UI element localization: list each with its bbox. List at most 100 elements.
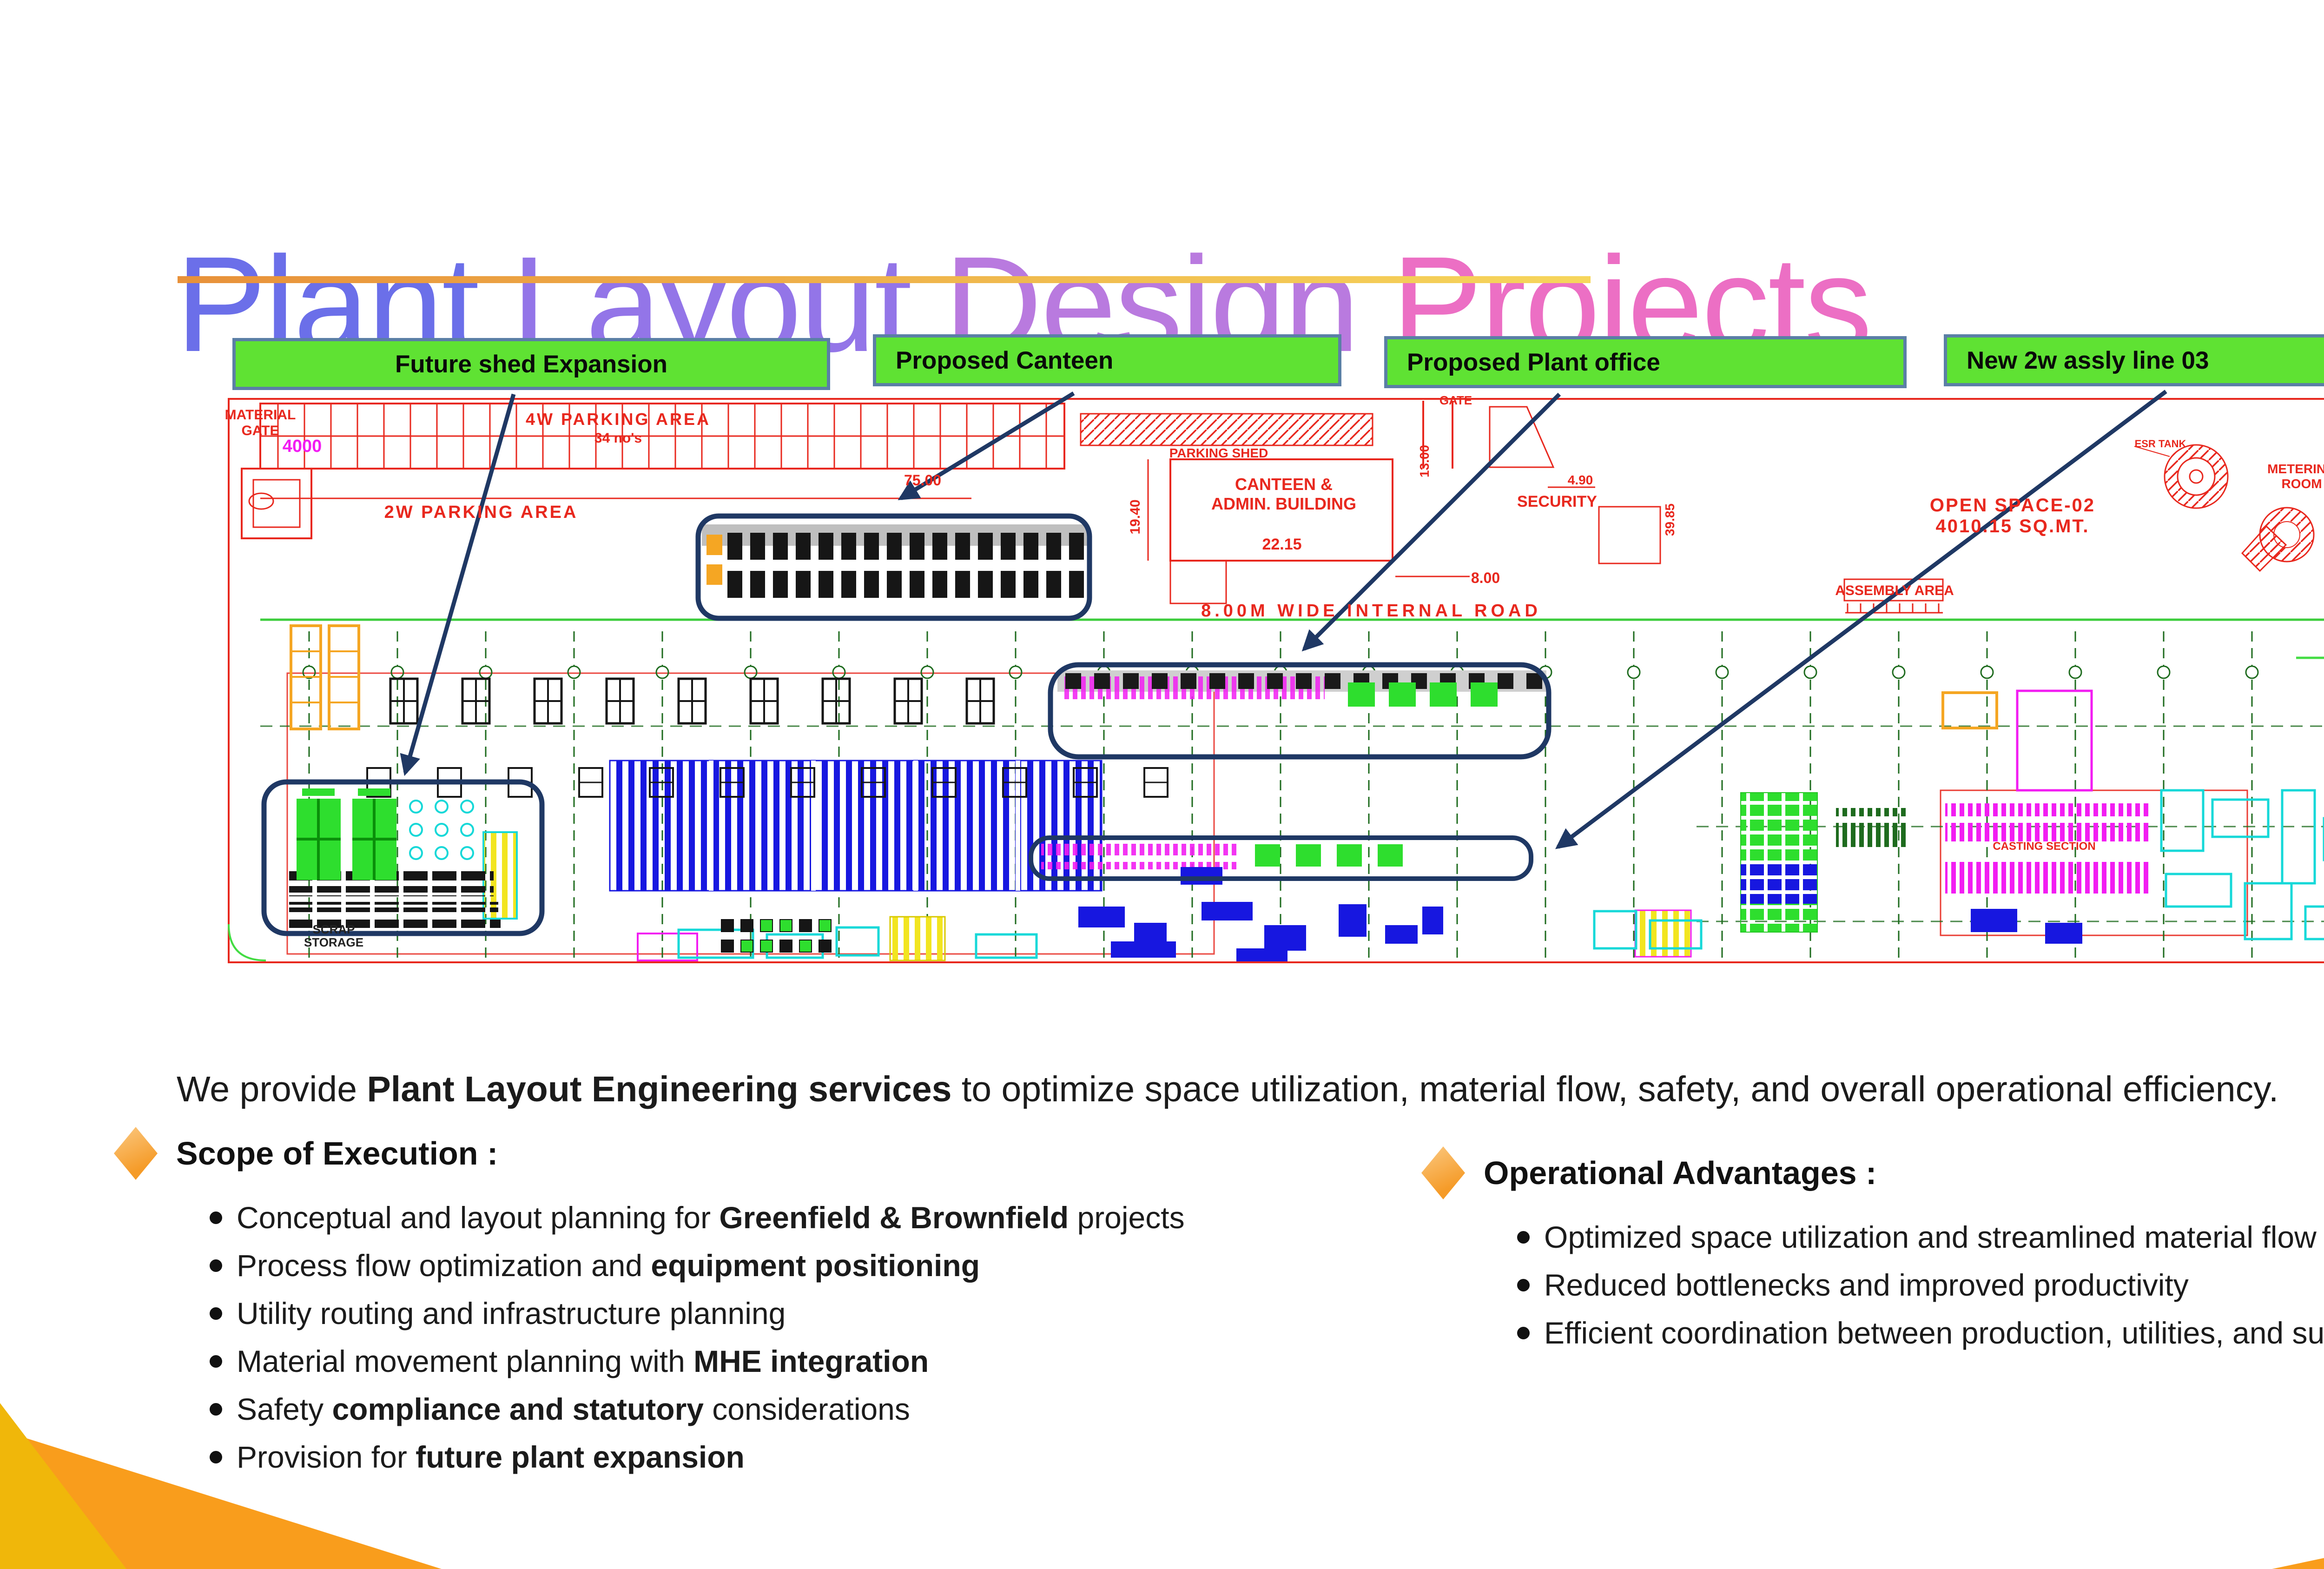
drawing-annotation: ASSEMBLY AREA bbox=[1835, 583, 1954, 598]
list-item: Provision for future plant expansion bbox=[207, 1433, 1434, 1481]
operational-advantages-section: Operational Advantages : Optimized space… bbox=[1421, 1146, 2324, 1357]
callout-label: Proposed Canteen bbox=[896, 346, 1114, 374]
callout-new-2w-assly-line: New 2w assly line 03 bbox=[1944, 334, 2324, 386]
drawing-annotation: CANTEEN & bbox=[1235, 475, 1333, 494]
callout-proposed-plant-office: Proposed Plant office bbox=[1384, 336, 1907, 388]
list-item: Safety compliance and statutory consider… bbox=[207, 1385, 1434, 1433]
machine-shape bbox=[721, 940, 734, 953]
machine-shape bbox=[1296, 844, 1321, 867]
drawing-annotation: 22.15 bbox=[1262, 536, 1301, 553]
machine-shape bbox=[2281, 789, 2316, 885]
machine-shape bbox=[409, 800, 423, 814]
list-item: Efficient coordination between productio… bbox=[1514, 1309, 2324, 1357]
highlight-outlines bbox=[261, 513, 1552, 936]
machine-shape bbox=[887, 571, 902, 598]
drawing-annotation: OPEN SPACE-02 bbox=[1930, 495, 2095, 516]
callout-label: Proposed Plant office bbox=[1407, 348, 1660, 376]
machine-shape bbox=[1001, 533, 1016, 560]
machine-shape bbox=[1422, 907, 1443, 934]
machine-shape bbox=[955, 533, 970, 560]
machine-shape bbox=[1389, 682, 1416, 707]
intro-post: to optimize space utilization, material … bbox=[951, 1069, 2279, 1109]
machine-shape bbox=[932, 571, 947, 598]
scope-heading: Scope of Execution : bbox=[176, 1135, 498, 1172]
machine-shape bbox=[1498, 673, 1513, 689]
intro-text: We provide Plant Layout Engineering serv… bbox=[177, 1069, 2324, 1110]
machine-shape bbox=[1267, 673, 1283, 689]
machine-shape bbox=[1971, 909, 2017, 932]
machine-shape bbox=[706, 564, 722, 585]
generated-machinery bbox=[290, 533, 2324, 961]
machine-shape bbox=[2165, 873, 2232, 908]
machine-shape bbox=[819, 571, 833, 598]
machine-shape bbox=[1325, 673, 1340, 689]
drawing-annotation: 4000 bbox=[283, 437, 322, 456]
machine-shape bbox=[773, 533, 788, 560]
machine-shape bbox=[409, 846, 423, 860]
machine-shape bbox=[1526, 673, 1542, 689]
machine-shape bbox=[910, 571, 924, 598]
scope-of-execution-section: Scope of Execution : Conceptual and layo… bbox=[114, 1127, 1434, 1481]
machine-shape bbox=[910, 533, 924, 560]
machine-shape bbox=[740, 940, 753, 953]
machine-shape bbox=[2304, 905, 2324, 940]
machine-shape bbox=[1238, 673, 1254, 689]
machine-shape bbox=[819, 919, 832, 932]
machine-shape bbox=[706, 535, 722, 555]
machine-shape bbox=[1337, 844, 1362, 867]
list-item: Utility routing and infrastructure plann… bbox=[207, 1290, 1434, 1337]
machine-shape bbox=[740, 919, 753, 932]
drawing-annotation: ADMIN. BUILDING bbox=[1211, 494, 1356, 513]
machine-shape bbox=[1264, 925, 1306, 951]
list-item: Material movement planning with MHE inte… bbox=[207, 1337, 1434, 1385]
machine-shape bbox=[1471, 682, 1498, 707]
callout-label: Future shed Expansion bbox=[395, 350, 668, 378]
machine-shape bbox=[887, 533, 902, 560]
list-item: Reduced bottlenecks and improved product… bbox=[1514, 1261, 2324, 1309]
drawing-annotation: 4010.15 SQ.MT. bbox=[1935, 516, 2089, 536]
machine-shape bbox=[2045, 923, 2082, 944]
machine-shape bbox=[358, 788, 390, 796]
machine-shape bbox=[1209, 673, 1225, 689]
machine-shape bbox=[1023, 571, 1038, 598]
machine-shape bbox=[799, 919, 812, 932]
machine-shape bbox=[760, 919, 773, 932]
machine-shape bbox=[1046, 571, 1061, 598]
machine-shape bbox=[721, 919, 734, 932]
machine-shape bbox=[1296, 673, 1312, 689]
machine-shape bbox=[1046, 533, 1061, 560]
machine-shape bbox=[750, 533, 765, 560]
machine-shape bbox=[460, 846, 474, 860]
machine-shape bbox=[841, 571, 856, 598]
machine-shape bbox=[978, 571, 993, 598]
machine-shape bbox=[1236, 948, 1287, 961]
machine-shape bbox=[1152, 673, 1168, 689]
drawing-annotation: METERING bbox=[2267, 462, 2324, 476]
machine-shape bbox=[2244, 882, 2293, 940]
callout-arrows bbox=[400, 390, 2167, 849]
callout-future-shed-expansion: Future shed Expansion bbox=[232, 338, 830, 390]
intro-bold: Plant Layout Engineering services bbox=[367, 1069, 952, 1109]
machine-shape bbox=[1649, 919, 1703, 950]
drawing-annotation: GATE bbox=[241, 423, 279, 438]
machine-shape bbox=[435, 846, 449, 860]
advantages-bullet-list: Optimized space utilization and streamli… bbox=[1514, 1213, 2324, 1357]
machine-shape bbox=[1001, 571, 1016, 598]
diamond-icon bbox=[114, 1127, 158, 1180]
machine-shape bbox=[975, 933, 1038, 959]
drawing-annotation: 8.00M WIDE INTERNAL ROAD bbox=[1201, 601, 1541, 621]
drawing-annotation: CASTING SECTION bbox=[1993, 840, 2095, 853]
machine-shape bbox=[750, 571, 765, 598]
machine-shape bbox=[1069, 533, 1084, 560]
bottom-left-gold-triangle bbox=[0, 1403, 126, 1569]
bottom-right-orange-triangle bbox=[2272, 1558, 2324, 1569]
advantages-heading-row: Operational Advantages : bbox=[1421, 1146, 2324, 1199]
drawing-annotation: STORAGE bbox=[304, 935, 363, 949]
list-item: Process flow optimization and equipment … bbox=[207, 1242, 1434, 1290]
title-underline bbox=[178, 276, 1591, 283]
drawing-annotation: SCRAP bbox=[312, 922, 355, 936]
drawing-annotation: 39.85 bbox=[1663, 503, 1677, 536]
machine-shape bbox=[1348, 682, 1375, 707]
